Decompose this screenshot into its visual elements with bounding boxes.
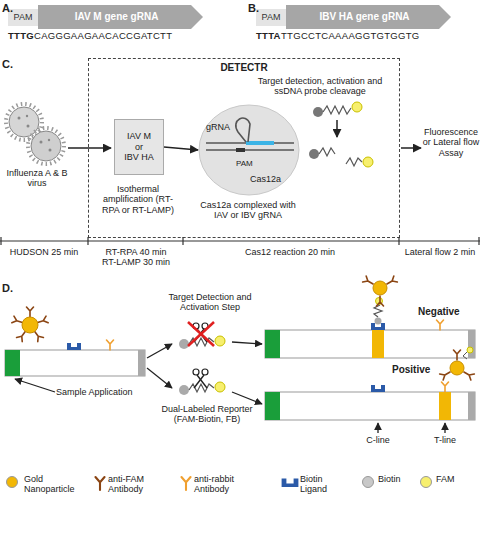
text-label: C. [2,58,13,71]
text-label: RT-RPA 40 min RT-LAMP 30 min [100,247,172,268]
text-label: TTTG [8,31,34,42]
cas12a-ellipse: gRNA PAM Cas12a [198,104,300,196]
legend-ligand [282,479,299,487]
legend-text: Biotin Ligand [300,474,348,495]
gold-conjugate [12,307,48,342]
ssdna-probe [309,102,373,167]
legend-antibody [95,477,104,490]
legend-text: anti-rabbit Antibody [194,474,260,495]
timeline [0,237,480,245]
legend-swatch [420,476,432,488]
text-label: Dual-Labeled Reporter (FAM-Biotin, FB) [152,404,262,425]
node-text: IBV HA gene gRNA [319,11,417,23]
node-text: PAM [236,159,253,168]
lateral-flow-strip [5,340,145,376]
text-label: Negative [418,306,460,318]
grna-arrow: IAV M gene gRNA [38,5,203,29]
text-label: T-line [425,435,465,445]
text-label: Fluorescence or Lateral flow Assay [422,127,480,158]
legend-swatch [6,476,18,488]
flow-arrow [164,147,198,150]
text-label: TTTA [256,31,281,42]
node-text: IAV M [127,131,151,141]
ellipse-shape [199,105,299,195]
node-text: gRNA [206,122,230,132]
node-text: PAM [14,12,33,22]
legend-antibody [181,477,190,490]
reporter-intact [179,322,225,349]
node-text: DETECTR [89,62,399,74]
legend-text: Biotin [378,474,418,484]
pam-box: PAM [256,9,286,26]
text-label: Cas12 reaction 20 min [230,247,350,257]
legend-text: Gold Nanoparticle [24,474,88,495]
pam-box: PAM [8,9,38,26]
legend-swatch [362,476,374,488]
text-label: D. [2,282,13,295]
legend-text: anti-FAM Antibody [108,474,168,495]
detectr-box: DETECTR IAV MorIBV HA gRNA PAM Cas12a [88,58,400,238]
text-label: C-line [358,435,398,445]
positive-strip [265,347,475,420]
node-text: Cas12a [250,174,281,184]
amplification-box: IAV MorIBV HA [114,119,164,175]
node-text: or [135,142,143,152]
text-label: Influenza A & B virus [0,168,74,189]
node-text: PAM [262,12,281,22]
cas12a-complex [206,118,294,152]
flow-arrow [68,147,111,149]
reporter-cleaved [179,369,225,395]
node-text: IAV M gene gRNA [75,11,167,23]
text-label: Positive [392,364,430,376]
text-label: Isothermal amplification (RT-RPA or RT-L… [96,184,180,215]
legend-text: FAM [436,474,476,484]
chevron-shape [286,5,451,29]
grna-arrow: IBV HA gene gRNA [286,5,451,29]
chevron-shape [38,5,203,29]
text-label: Sample Application [56,387,146,397]
text-label: CAGGGAAGAACACCGATCTT [34,31,172,42]
text-label: Lateral flow 2 min [400,247,480,257]
flow-arrow [401,147,421,149]
node-text: IBV HA [124,152,154,162]
negative-strip [265,276,475,358]
virus-illustration [6,104,64,164]
ellipse-outline [198,104,300,196]
text-label: Target Detection and Activation Step [160,292,260,313]
text-label: Cas12a complexed with IAV or IBV gRNA [198,200,298,221]
text-label: TTGCCTCAAAAGGTGTGGTG [281,31,419,42]
text-label: Target detection, activation and ssDNA p… [245,76,395,97]
text-label: HUDSON 25 min [4,247,84,257]
